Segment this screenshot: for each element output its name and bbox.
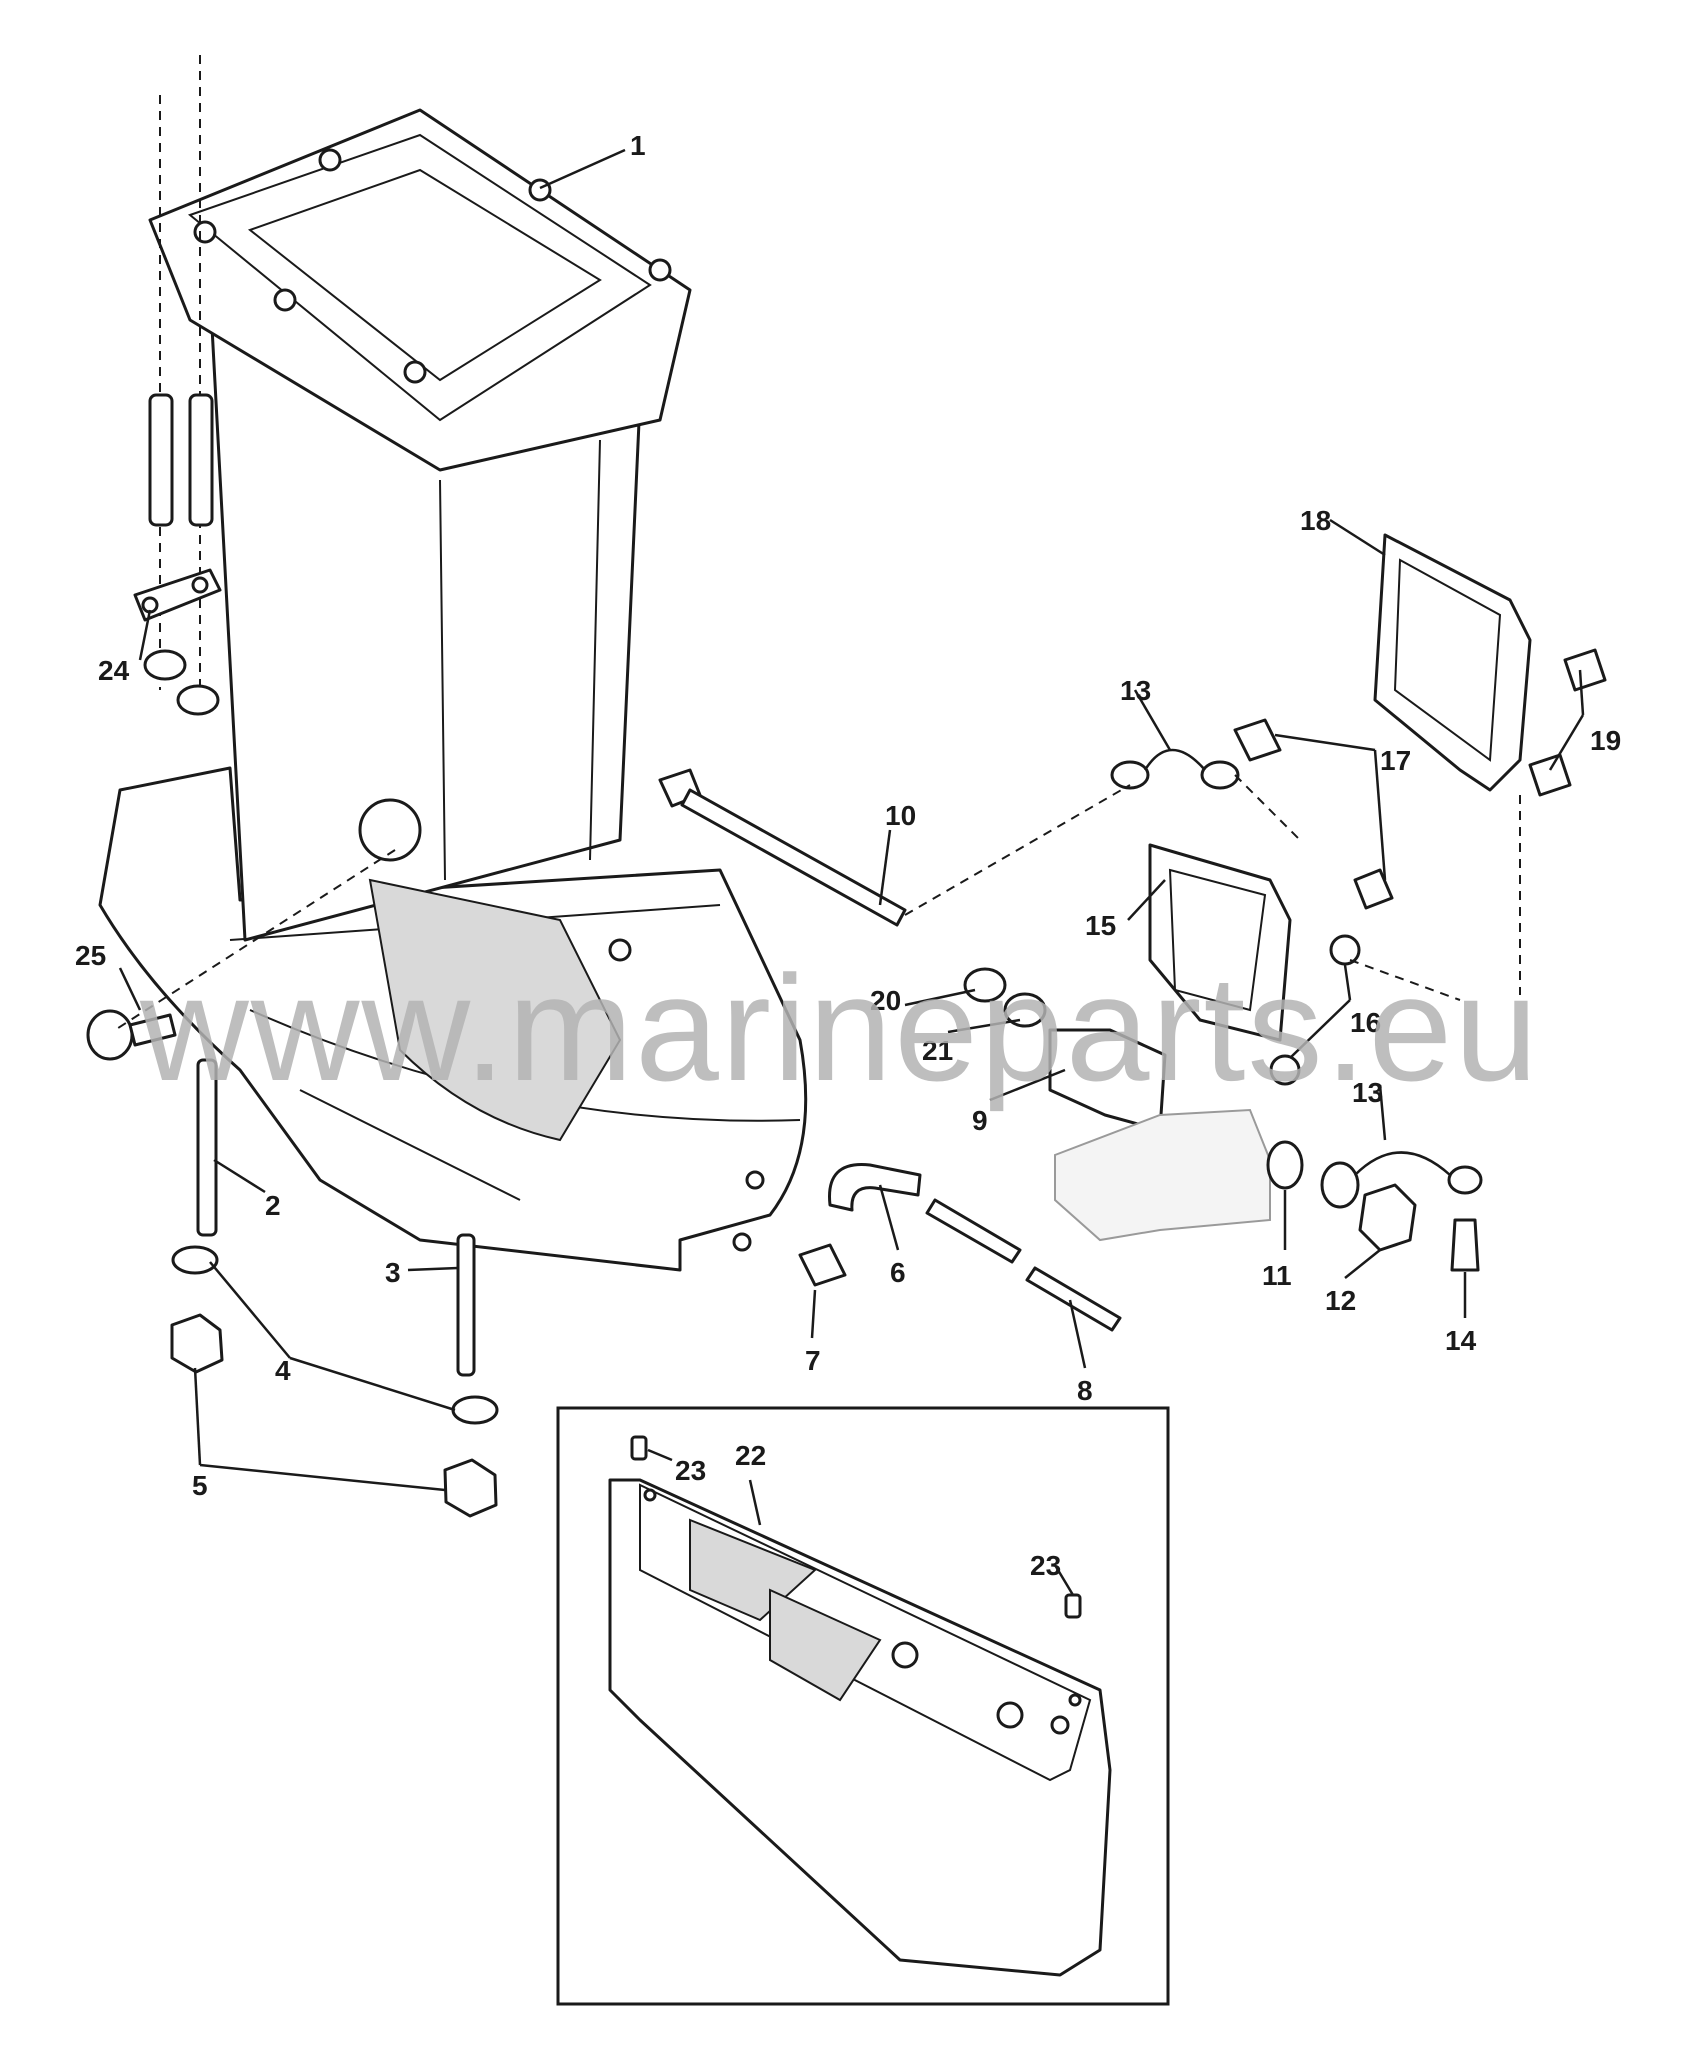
nut-16a (1329, 934, 1361, 966)
callout-12: 12 (1325, 1285, 1356, 1316)
callout-25: 25 (75, 940, 106, 971)
bolt-14 (1450, 1218, 1480, 1272)
callout-23-left: 23 (675, 1455, 706, 1486)
washer-20 (963, 967, 1007, 1003)
pin-6 (925, 1198, 1022, 1264)
bolt-25 (86, 1009, 177, 1061)
callout-9: 9 (972, 1105, 988, 1136)
bushing-stack (133, 393, 222, 716)
bolt-17b (1353, 868, 1394, 910)
watermark-text: www.marineparts.eu (139, 944, 1540, 1112)
callout-16: 16 (1350, 1007, 1381, 1038)
callout-23-right: 23 (1030, 1550, 1061, 1581)
dowel-23b (1064, 1593, 1082, 1619)
trim-tab-anode (1148, 843, 1292, 1042)
stud-8 (1025, 1266, 1122, 1332)
callout-3: 3 (385, 1257, 401, 1288)
dowel-23a (630, 1435, 648, 1461)
callout-15: 15 (1085, 910, 1116, 941)
fitting-7 (798, 1243, 847, 1287)
washer-4b (451, 1395, 499, 1425)
ground-strap-13a (1110, 748, 1240, 790)
screw-19a (1563, 648, 1607, 692)
callout-7: 7 (805, 1345, 821, 1376)
nut-12 (1358, 1183, 1417, 1252)
callout-5: 5 (192, 1470, 208, 1501)
callout-24: 24 (98, 655, 130, 686)
driveshaft-housing (98, 108, 808, 1272)
assembly-dashed-lines (114, 774, 1521, 1031)
inset-frame (556, 1406, 1170, 2006)
spacer-plate-22 (608, 1478, 1112, 1977)
callout-20: 20 (870, 985, 901, 1016)
leader-lines (118, 148, 1585, 1596)
stud-3 (456, 1233, 476, 1377)
callout-8: 8 (1077, 1375, 1093, 1406)
bolt-17a (1233, 718, 1282, 762)
steering-arm (1054, 1108, 1271, 1242)
nut-5a (170, 1313, 224, 1374)
callout-18: 18 (1300, 505, 1331, 536)
callout-6: 6 (890, 1257, 906, 1288)
callout-19: 19 (1590, 725, 1621, 756)
nut-5b (443, 1458, 498, 1518)
screw-19b (1528, 753, 1572, 797)
anode-cover-18 (1373, 533, 1532, 792)
callout-22: 22 (735, 1440, 766, 1471)
stud-2 (196, 1058, 218, 1237)
washer-21 (1003, 992, 1047, 1028)
callout-13-upper: 13 (1120, 675, 1151, 706)
callout-13-lower: 13 (1352, 1077, 1383, 1108)
bolt-10 (658, 768, 907, 927)
ground-strap-13b (1320, 1151, 1483, 1209)
callout-4: 4 (275, 1355, 291, 1386)
nut-16b (1269, 1054, 1301, 1086)
callout-11: 11 (1262, 1260, 1292, 1291)
callout-17: 17 (1380, 745, 1411, 776)
callout-21: 21 (922, 1035, 953, 1066)
hose-6 (828, 1163, 922, 1212)
callout-1: 1 (630, 130, 646, 161)
washer-11 (1266, 1140, 1304, 1190)
callout-10: 10 (885, 800, 916, 831)
callout-labels: 1 2 3 4 5 6 7 8 9 10 11 12 13 13 14 15 1… (75, 130, 1621, 1581)
washer-4a (171, 1245, 219, 1275)
callout-14: 14 (1445, 1325, 1477, 1356)
callout-2: 2 (265, 1190, 281, 1221)
